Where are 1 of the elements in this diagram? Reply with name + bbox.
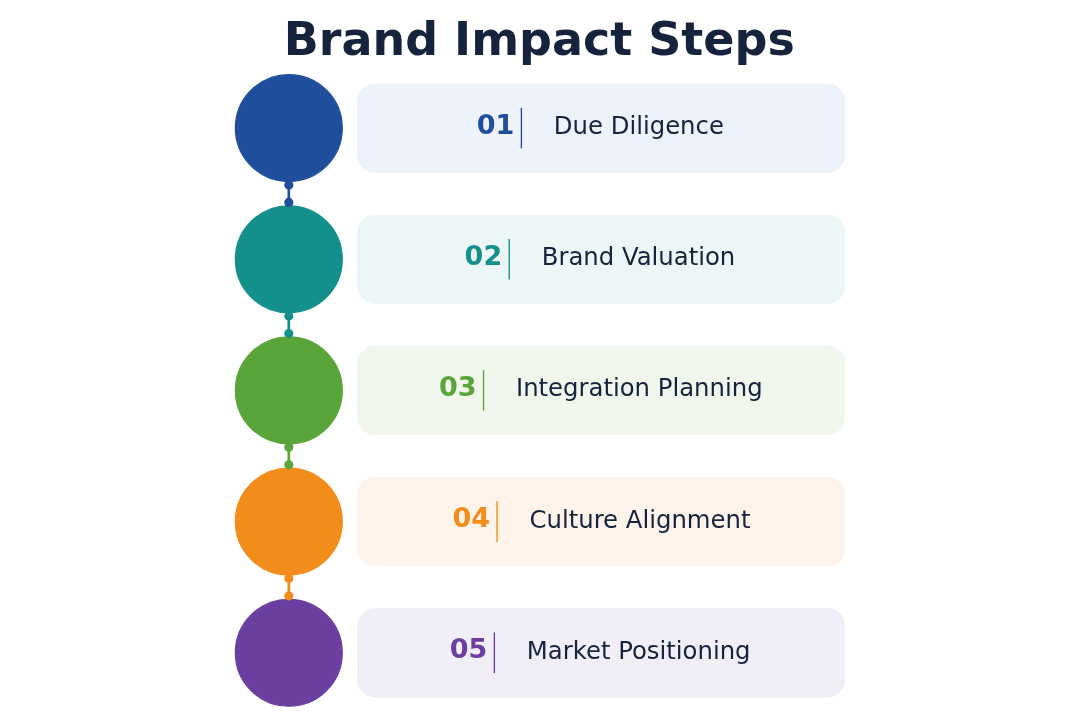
diagram-title: Brand Impact Steps (283, 11, 795, 66)
